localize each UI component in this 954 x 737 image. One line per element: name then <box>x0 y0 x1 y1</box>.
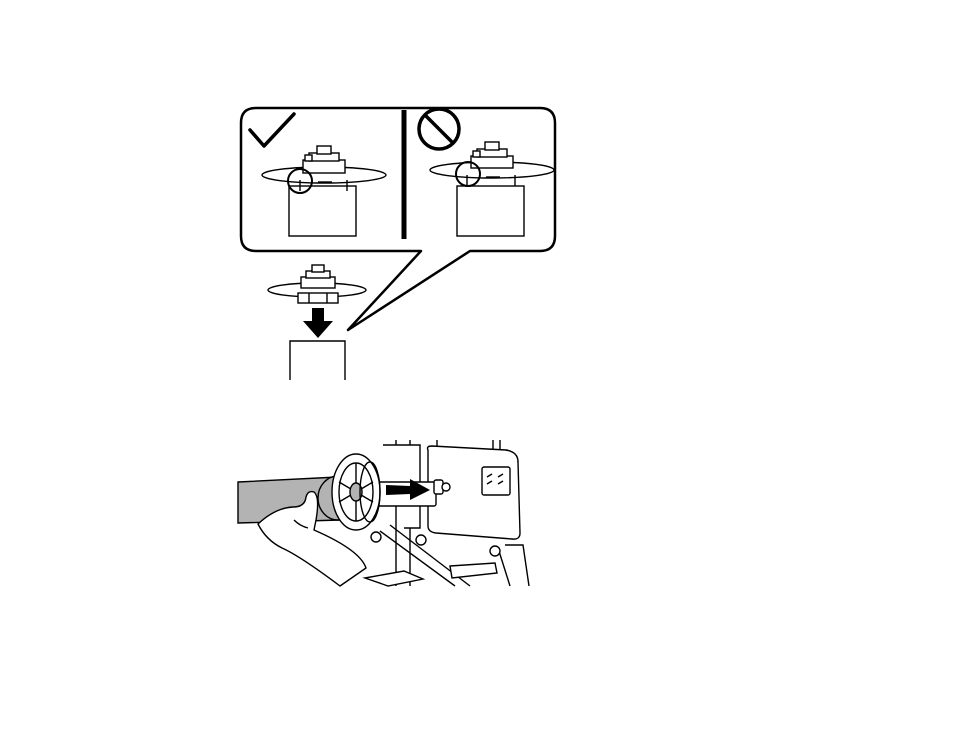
printer-spindle-scene <box>365 440 529 586</box>
flange-attach-step <box>268 265 366 303</box>
down-arrow-icon <box>303 308 333 338</box>
roll-core-step <box>290 341 345 380</box>
spindle-flange <box>332 454 380 530</box>
callout-bubble <box>241 108 555 330</box>
